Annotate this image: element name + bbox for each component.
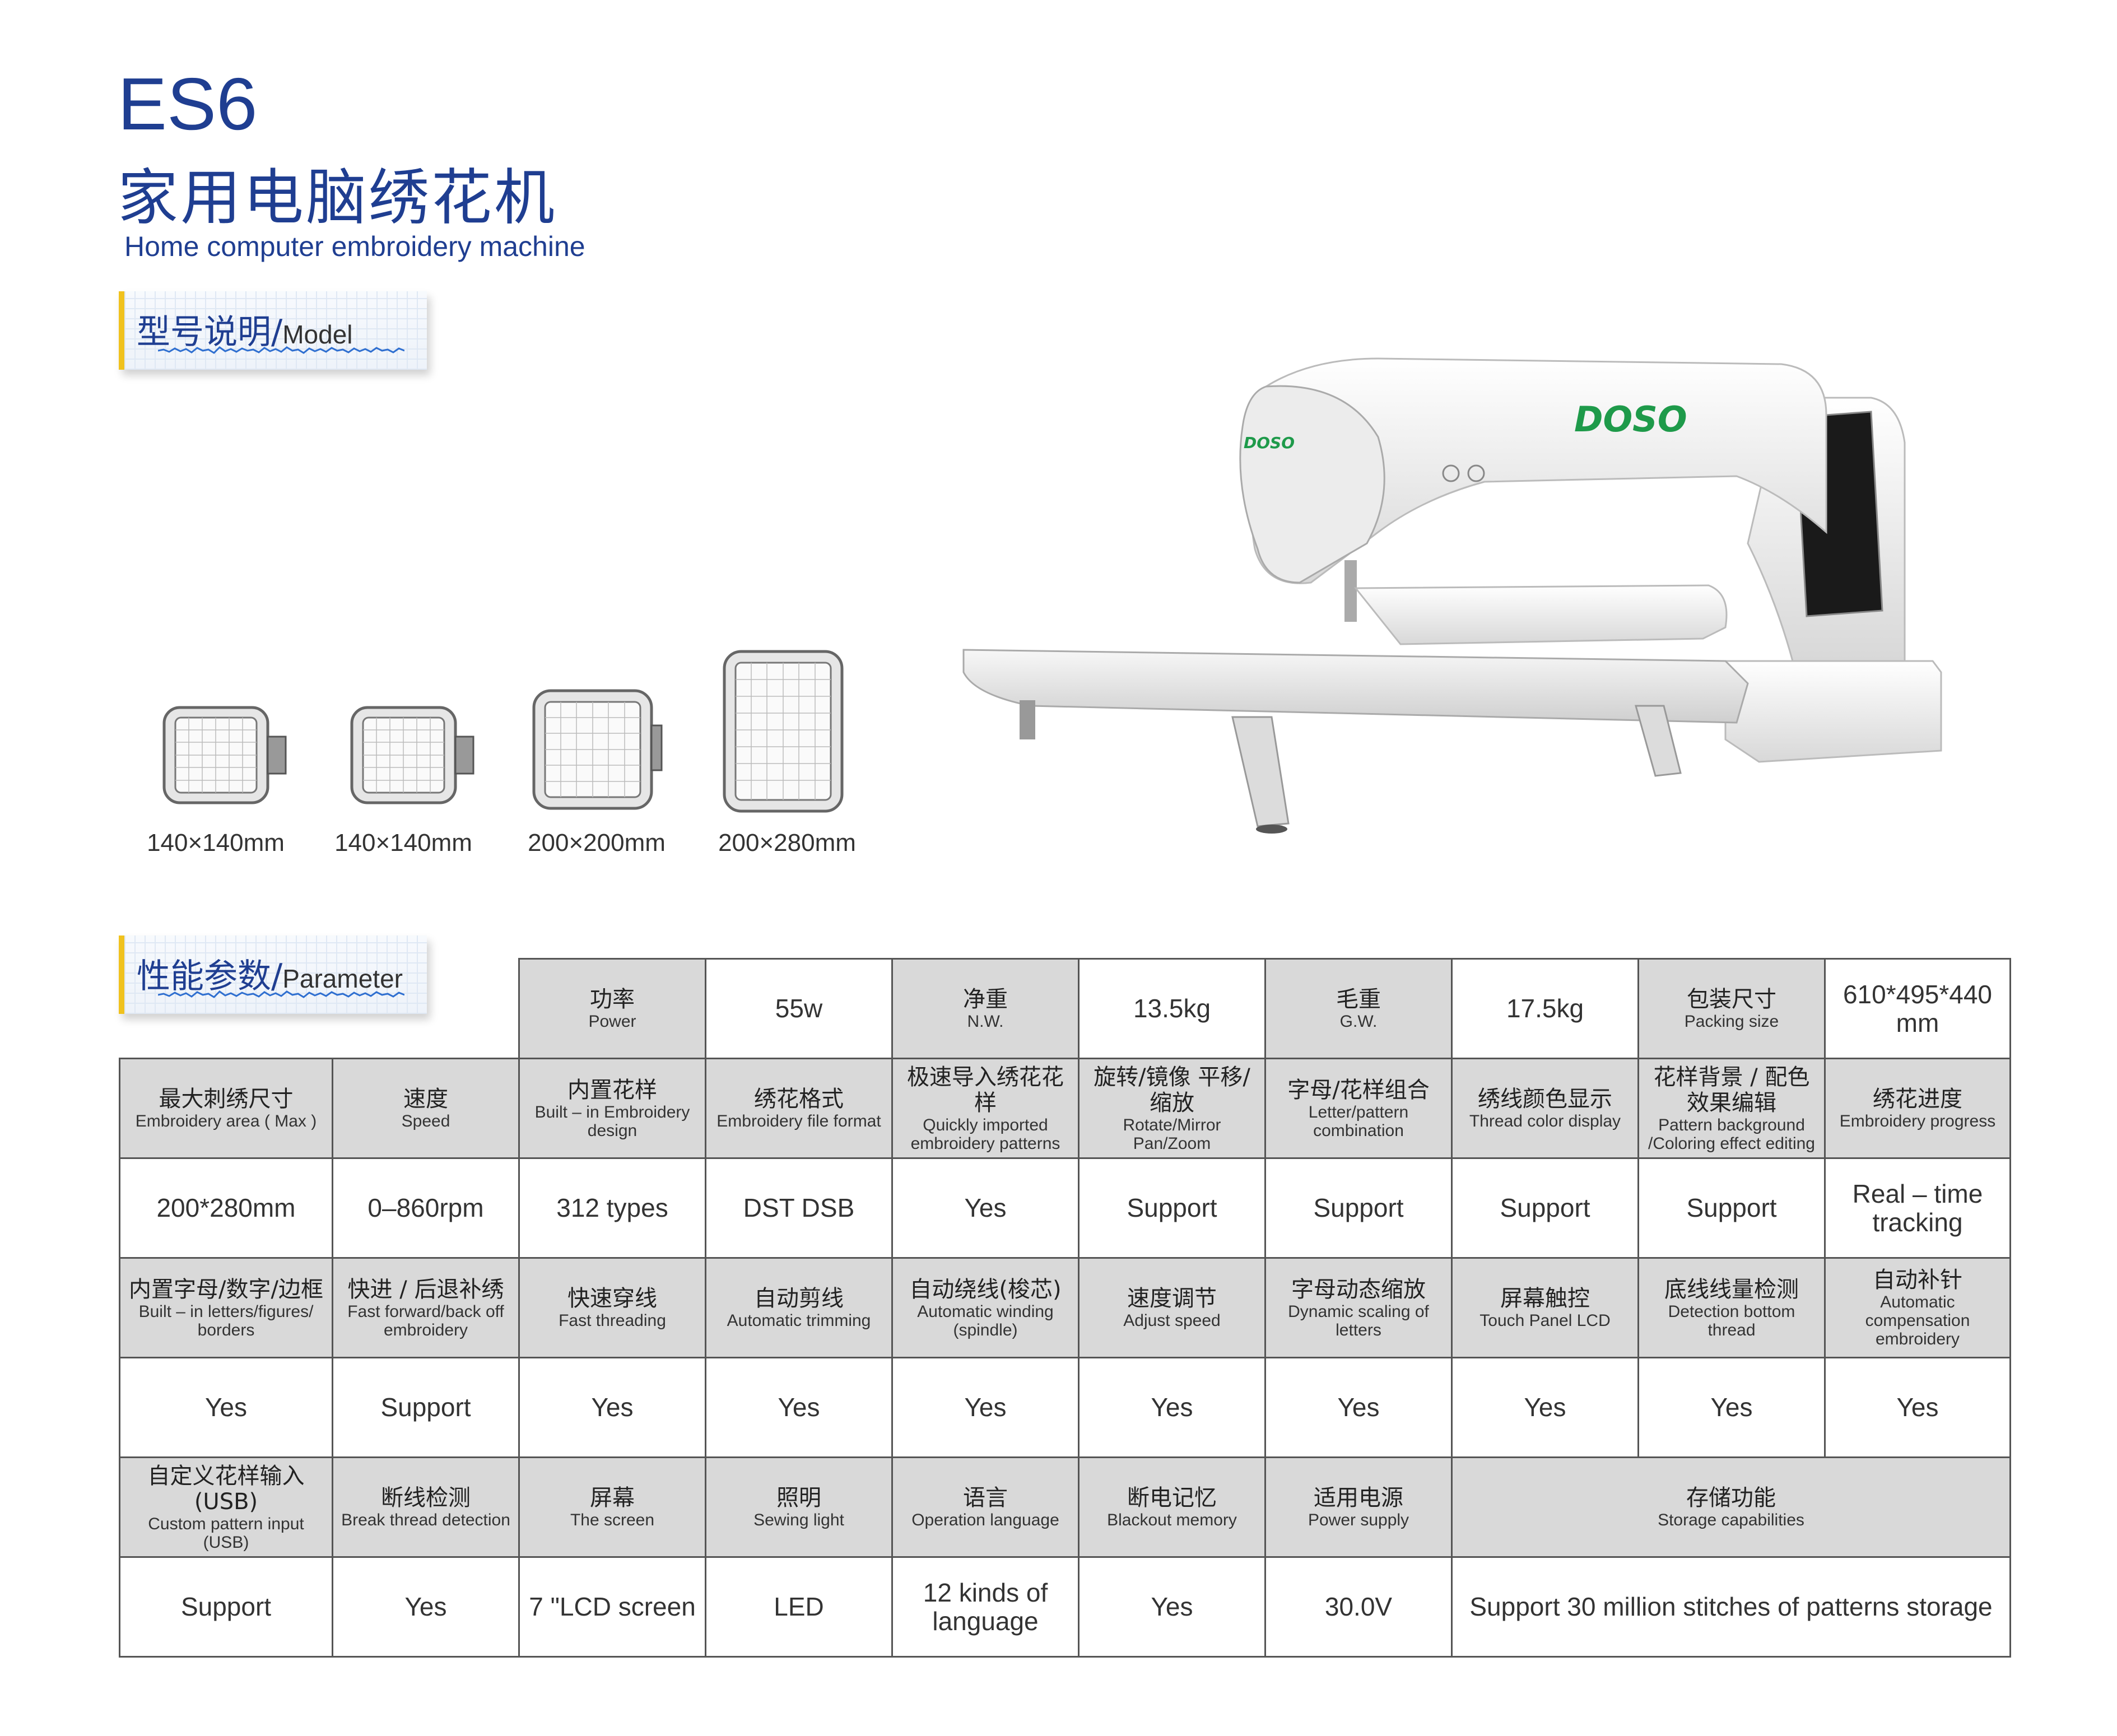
table-cell: Support [1451,1157,1639,1259]
table-cell: LED [705,1556,893,1658]
machine-button-icon [1442,464,1460,482]
table-cell: Yes [1824,1357,2011,1458]
wave-decoration-icon [158,346,404,354]
section-tag-parameter: 性能参数/Parameter [119,936,427,1014]
table-row: Support Yes 7 "LCD screen LED 12 kinds o… [119,1556,2011,1658]
table-row: 自定义花样输入(USB)Custom pattern input (USB) 断… [119,1456,2011,1558]
table-header-cell: 自定义花样输入(USB)Custom pattern input (USB) [119,1456,333,1558]
section-tag-model: 型号说明/Model [119,291,427,370]
section-model-en: Model [282,320,353,349]
table-cell: Real – time tracking [1824,1157,2011,1259]
table-cell: 200*280mm [119,1157,333,1259]
table-cell: 13.5kg [1078,958,1266,1059]
table-cell: 17.5kg [1451,958,1639,1059]
table-cell: Support [332,1357,520,1458]
hoop-200x280-icon [723,650,844,813]
page-title-en: Home computer embroidery machine [124,231,585,262]
table-cell: Yes [119,1357,333,1458]
embroidery-machine-image: DOSO DOSO [962,357,1942,834]
hoop-140-icon [350,706,474,804]
table-cell: Yes [332,1556,520,1658]
section-parameter-en: Parameter [282,964,403,993]
table-cell: Yes [1637,1357,1826,1458]
table-cell: Yes [1078,1357,1266,1458]
table-cell: Yes [705,1357,893,1458]
table-cell: Support [1637,1157,1826,1259]
table-cell: Yes [891,1357,1080,1458]
table-cell: Yes [1264,1357,1453,1458]
table-cell: 610*495*440 mm [1824,958,2011,1059]
table-cell: 7 "LCD screen [518,1556,706,1658]
table-cell: Yes [1451,1357,1639,1458]
table-row: 200*280mm 0–860rpm 312 types DST DSB Yes… [119,1157,2011,1259]
table-cell: Yes [891,1157,1080,1259]
table-cell: 312 types [518,1157,706,1259]
table-cell: Yes [1078,1556,1266,1658]
section-parameter-cn: 性能参数/ [137,957,283,996]
hoop-caption: 200×280mm [718,829,856,857]
hoop-200-icon [532,689,663,810]
table-cell: 30.0V [1264,1556,1453,1658]
table-cell: Support [1078,1157,1266,1259]
wave-decoration-icon [158,990,404,998]
table-cell: DST DSB [705,1157,893,1259]
hoop-caption: 200×200mm [528,829,666,857]
machine-brand-logo: DOSO [1574,399,1687,440]
machine-button-icon [1467,464,1485,482]
page-title-cn: 家用电脑绣花机 [118,163,557,233]
table-header-cell: 自动绕线(梭芯)Automatic winding (spindle) [891,1257,1080,1358]
hoop-caption: 140×140mm [334,829,472,857]
hoop-140-icon [162,706,287,804]
table-cell: 55w [705,958,893,1059]
table-cell: Yes [518,1357,706,1458]
table-cell: Support 30 million stitches of patterns … [1451,1556,2011,1658]
section-model-cn: 型号说明/ [137,313,283,352]
table-cell: 0–860rpm [332,1157,520,1259]
table-row: Yes Support Yes Yes Yes Yes Yes Yes Yes … [119,1357,2011,1458]
table-cell: 12 kinds of language [891,1556,1080,1658]
model-code: ES6 [118,63,258,145]
hoop-caption: 140×140mm [147,829,285,857]
machine-brand-logo-small: DOSO [1244,434,1295,452]
table-cell: Support [1264,1157,1453,1259]
table-cell: Support [119,1556,333,1658]
